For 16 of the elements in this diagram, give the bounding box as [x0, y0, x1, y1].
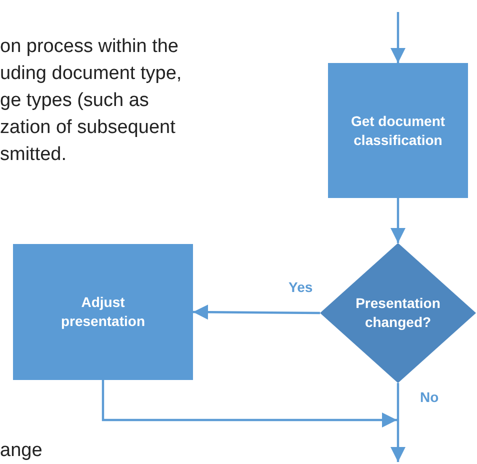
edge-label: No [418, 389, 441, 405]
arrow [390, 383, 406, 462]
edge-label: Yes [286, 279, 315, 295]
paragraph-text: zation of subsequent [0, 117, 176, 139]
paragraph-text: on process within the [0, 36, 178, 58]
arrow [102, 380, 397, 428]
paragraph-text: ge types (such as [0, 90, 149, 112]
arrow [193, 304, 320, 320]
paragraph-text: ange [0, 440, 42, 462]
node-label: Adjust presentation [60, 293, 146, 331]
node-label: Get document classification [350, 112, 446, 150]
node-label: Presentation changed? [354, 294, 442, 332]
paragraph-text: uding document type, [0, 63, 182, 85]
paragraph-text: smitted. [0, 144, 67, 166]
arrow [390, 12, 406, 63]
arrow [390, 198, 406, 243]
